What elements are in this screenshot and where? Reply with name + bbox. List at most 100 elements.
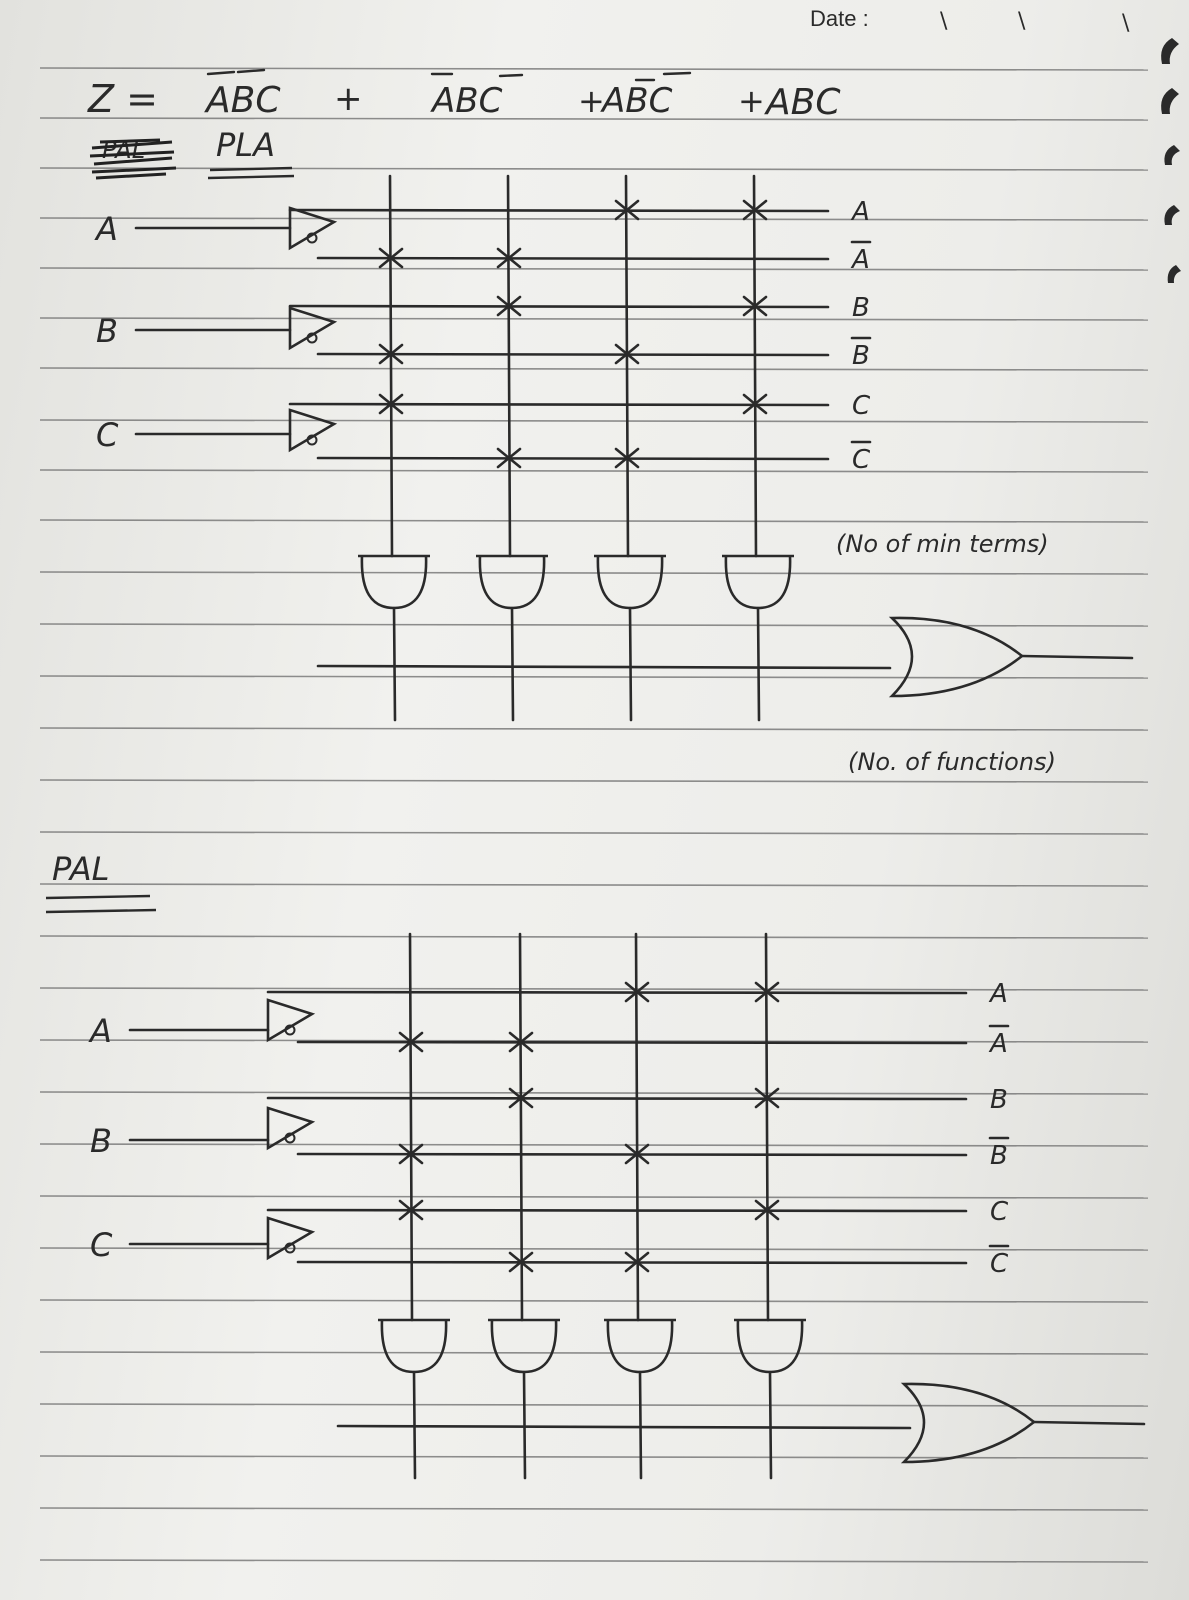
- or-gate: [900, 1382, 1037, 1464]
- ruled-line: [39, 519, 1149, 523]
- literal-label: B: [852, 341, 870, 371]
- and-output-line: [628, 606, 633, 722]
- pla-title-underline-1: [209, 166, 293, 172]
- pla-heading: PAL PLA: [89, 126, 295, 180]
- ruled-line: [39, 67, 1149, 71]
- buffer-symbol: [266, 1216, 316, 1261]
- connection-cross: [742, 393, 768, 415]
- connection-cross: [624, 1251, 650, 1273]
- ruled-line: [39, 367, 1149, 371]
- or-output-line: [1032, 1420, 1146, 1426]
- ruled-line: [39, 1091, 1149, 1095]
- input-label-A: A: [88, 1012, 112, 1050]
- ruled-line: [39, 987, 1149, 991]
- connection-cross: [496, 295, 522, 317]
- and-gate: [378, 1318, 450, 1374]
- connection-cross: [754, 1087, 780, 1109]
- and-output-line: [756, 606, 761, 722]
- buffer-symbol: [288, 306, 338, 351]
- literal-label: C: [990, 1197, 1009, 1227]
- connection-cross: [508, 1251, 534, 1273]
- and-gate: [358, 554, 430, 610]
- literal-line: [296, 1152, 968, 1157]
- literal-label: B: [852, 293, 870, 323]
- and-gate: [722, 554, 794, 610]
- and-gate: [476, 554, 548, 610]
- ruled-line: [39, 1039, 1149, 1043]
- date-slash-year: \: [1122, 11, 1130, 36]
- connection-cross: [378, 393, 404, 415]
- literal-label: C: [852, 445, 871, 475]
- and-gate: [734, 1318, 806, 1374]
- buffer-symbol: [288, 408, 338, 453]
- connection-cross: [614, 343, 640, 365]
- and-output-line: [522, 1370, 527, 1480]
- inverter-bubble: [306, 332, 318, 344]
- connection-cross: [496, 447, 522, 469]
- and-gate: [604, 1318, 676, 1374]
- literal-line: [266, 990, 968, 995]
- connection-cross: [378, 247, 404, 269]
- product-line: [518, 932, 524, 1322]
- connection-cross: [742, 295, 768, 317]
- input-label-B: B: [96, 312, 118, 350]
- literal-line: [288, 304, 830, 309]
- and-output-line: [392, 606, 397, 722]
- literal-label: A: [988, 979, 1008, 1009]
- equation-term-1: ABC: [204, 80, 281, 121]
- connection-cross: [496, 247, 522, 269]
- ruled-line: [39, 1351, 1149, 1355]
- inverter-bubble: [306, 434, 318, 446]
- ruled-line: [39, 1403, 1149, 1407]
- connection-cross: [614, 199, 640, 221]
- ruled-line: [39, 469, 1149, 473]
- literal-line: [266, 1208, 968, 1213]
- pla-function-note: (No. of functions): [848, 748, 1056, 776]
- pal-title: PAL: [52, 850, 109, 888]
- ruled-line: [39, 1195, 1149, 1199]
- connection-cross: [754, 1199, 780, 1221]
- connection-cross: [508, 1031, 534, 1053]
- ruled-line: [39, 1299, 1149, 1303]
- equation-operator-3: +: [738, 82, 765, 120]
- literal-label: A: [850, 197, 870, 227]
- product-line: [624, 174, 630, 558]
- product-line: [764, 932, 770, 1322]
- pla-title: PLA: [216, 126, 275, 164]
- ruled-line: [39, 571, 1149, 575]
- pla-title-underline-2: [207, 174, 295, 180]
- input-label-C: C: [96, 416, 119, 454]
- connection-cross: [398, 1199, 424, 1221]
- product-line: [408, 932, 414, 1322]
- connection-cross: [508, 1087, 534, 1109]
- ruled-line: [39, 779, 1149, 783]
- product-line: [634, 932, 640, 1322]
- or-gate: [888, 616, 1025, 698]
- and-gate: [594, 554, 666, 610]
- input-label-A: A: [94, 210, 118, 248]
- ruled-line: [39, 1143, 1149, 1147]
- connection-cross: [624, 1143, 650, 1165]
- literal-line: [296, 1260, 968, 1265]
- and-output-line: [510, 606, 515, 722]
- ruled-line: [39, 167, 1149, 171]
- date-label: Date :: [810, 6, 869, 31]
- literal-line: [316, 352, 830, 357]
- literal-label: B: [990, 1085, 1008, 1115]
- or-output-line: [1020, 654, 1134, 660]
- literal-label: C: [990, 1249, 1009, 1279]
- and-gate: [488, 1318, 560, 1374]
- literal-line: [296, 1040, 968, 1045]
- date-slash-month: \: [1018, 9, 1026, 34]
- buffer-symbol: [266, 1106, 316, 1151]
- literal-line: [316, 256, 830, 261]
- pla-minterm-note: (No of min terms): [836, 530, 1049, 558]
- ruled-line: [39, 883, 1149, 887]
- equation-operator-2: +: [578, 82, 605, 120]
- ruled-line: [39, 117, 1149, 121]
- or-input-line: [336, 1424, 912, 1430]
- boolean-equation: Z = ABC + ABC + ABC + ABC: [87, 68, 841, 123]
